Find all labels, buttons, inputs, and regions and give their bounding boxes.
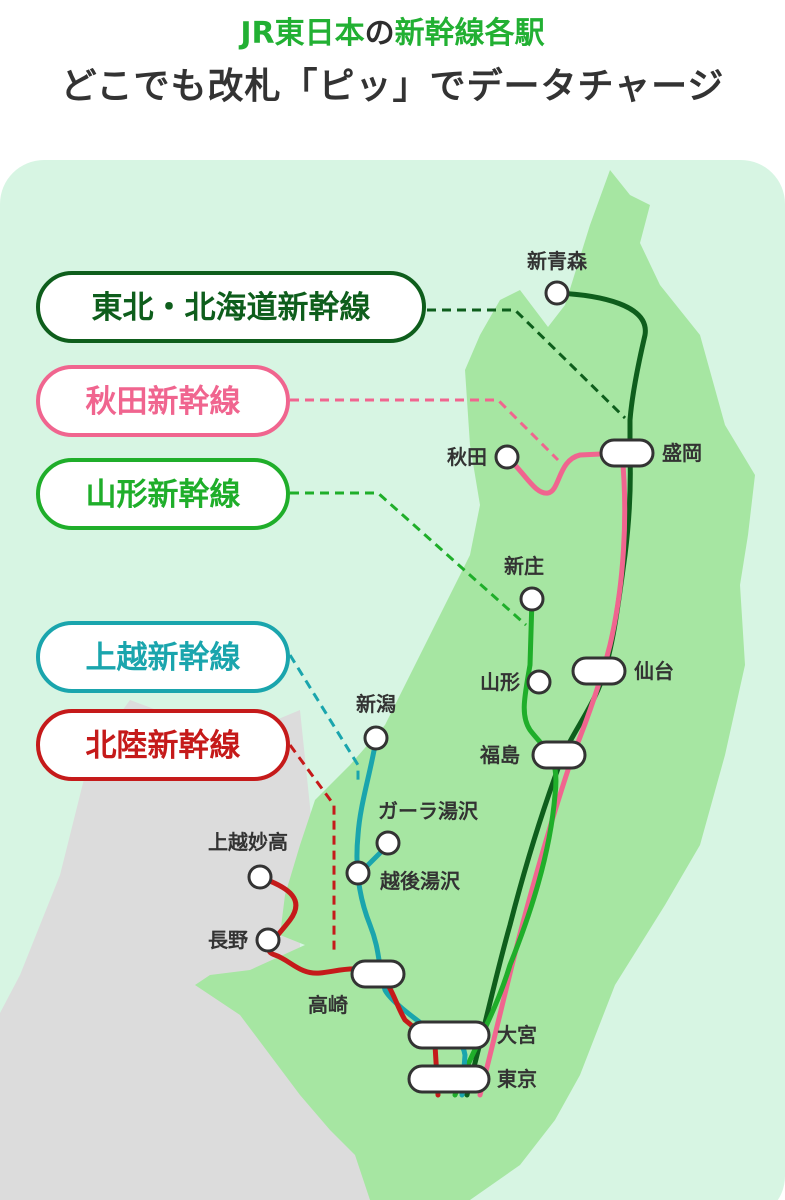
gala-yuzawa-station-marker — [375, 830, 401, 856]
morioka-station-marker — [599, 438, 655, 468]
station-label-joetsu-myoko: 上越妙高 — [208, 830, 288, 854]
station-label-fukushima: 福島 — [479, 743, 520, 767]
station-label-echigo-yuzawa: 越後湯沢 — [379, 869, 461, 893]
nagano-station-marker — [255, 927, 281, 953]
station-label-omiya: 大宮 — [497, 1023, 537, 1047]
station-label-shin-aomori: 新青森 — [527, 249, 588, 273]
akita-line-label: 秋田新幹線 — [36, 365, 290, 437]
joetsu-line-label-text: 上越新幹線 — [86, 640, 241, 676]
station-label-tokyo: 東京 — [497, 1067, 537, 1091]
title-particle: の — [364, 16, 395, 51]
yamagata-line-label: 山形新幹線 — [36, 458, 290, 530]
hokuriku-line-label: 北陸新幹線 — [36, 709, 290, 781]
page-title: JR東日本の新幹線各駅 — [0, 14, 785, 54]
niigata-station-marker — [363, 725, 389, 751]
station-label-nagano: 長野 — [208, 928, 248, 952]
station-label-yamagata: 山形 — [480, 670, 520, 694]
fukushima-station-marker — [531, 740, 587, 770]
page-subtitle: どこでも改札「ピッ」でデータチャージ — [60, 66, 725, 107]
takasaki-station-marker — [350, 959, 406, 989]
shin-aomori-station-marker — [544, 280, 570, 306]
omiya-station-marker — [407, 1020, 491, 1050]
akita-station-marker — [494, 444, 520, 470]
station-label-sendai: 仙台 — [634, 659, 674, 683]
station-label-gala-yuzawa: ガーラ湯沢 — [378, 799, 479, 823]
tohoku-line-label-text: 東北・北海道新幹線 — [92, 290, 371, 326]
yamagata-station-marker — [526, 669, 552, 695]
station-label-morioka: 盛岡 — [662, 441, 702, 465]
shinkansen-route-map: 新青森 盛岡 秋田 新庄 仙台 山形 福島 新潟 ガーラ湯沢 上越妙高 越後湯沢… — [0, 160, 785, 1200]
joetsu-myoko-station-marker — [247, 864, 273, 890]
joetsu-line-label: 上越新幹線 — [36, 621, 290, 693]
echigo-yuzawa-station-marker — [345, 860, 371, 886]
yamagata-shinkansen-route — [452, 596, 559, 1098]
sendai-station-marker — [571, 656, 627, 686]
tohoku-line-label: 東北・北海道新幹線 — [36, 271, 426, 343]
akita-line-label-text: 秋田新幹線 — [86, 384, 241, 420]
yamagata-line-label-text: 山形新幹線 — [86, 477, 241, 513]
station-label-takasaki: 高崎 — [308, 993, 348, 1017]
shinjo-station-marker — [519, 586, 545, 612]
station-label-shinjo: 新庄 — [504, 554, 544, 578]
joetsu-leader-line — [288, 654, 360, 785]
station-label-niigata: 新潟 — [356, 692, 396, 716]
hokuriku-line-label-text: 北陸新幹線 — [86, 728, 241, 764]
tokyo-station-marker — [407, 1064, 491, 1094]
title-shinkansen-stations: 新幹線各駅 — [394, 16, 545, 51]
station-label-akita: 秋田 — [447, 445, 487, 469]
title-jr-east: JR東日本 — [240, 16, 365, 51]
